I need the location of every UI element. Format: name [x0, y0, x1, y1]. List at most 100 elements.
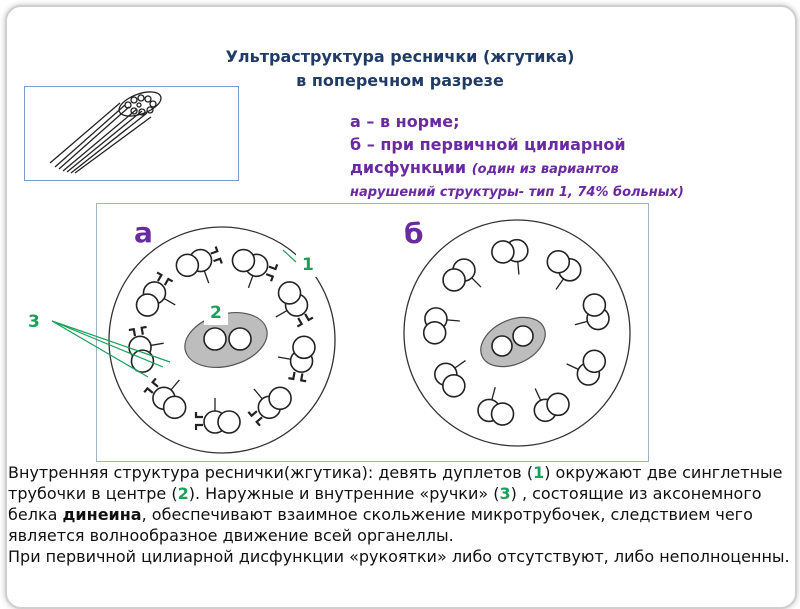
panel-b-label: б	[404, 217, 424, 250]
cilium-thumbnail	[24, 86, 239, 181]
panel-a: а	[108, 216, 336, 454]
doublet	[546, 250, 582, 290]
microtubule-b	[217, 410, 241, 434]
microtubule-b	[231, 248, 256, 273]
dynein-arm-inner	[194, 412, 203, 419]
description-text-span: ). Наружные и внутренние «ручки» (	[188, 484, 500, 503]
radial-spoke	[170, 379, 180, 391]
doublet	[275, 281, 314, 328]
description-text-span: ) , состоящие из аксонемного белка	[8, 484, 762, 524]
radial-spoke	[446, 319, 460, 322]
dynein-arm-inner	[288, 371, 296, 381]
radial-spoke	[491, 387, 496, 400]
dynein-arm-outer	[210, 246, 219, 255]
radial-spoke	[517, 261, 520, 275]
microtubule-b	[582, 293, 607, 317]
legend-normal: а – в норме;	[350, 112, 460, 131]
label-3-pointer	[51, 320, 164, 368]
radial-spoke	[555, 278, 564, 290]
doublet	[477, 387, 515, 426]
legend-dysfunction: б – при первичной цилиарной	[350, 135, 626, 154]
panel-a-membrane	[108, 226, 336, 454]
ref-number-1: 1	[533, 463, 545, 482]
doublet	[442, 258, 482, 292]
description-text-span: Внутренняя структура реснички(жгутика): …	[8, 463, 534, 482]
dynein-arm-outer	[304, 313, 314, 322]
legend: а – в норме; б – при первичной цилиарной…	[350, 110, 770, 204]
title-line-2: в поперечном разрезе	[296, 71, 504, 90]
label-2-central: 2	[210, 303, 222, 323]
dynein-arm-inner	[247, 410, 258, 418]
description-text-span: , обеспечивают взаимное скольжение микро…	[8, 505, 753, 545]
label-1-doublets: 1	[302, 255, 314, 275]
radial-spoke	[566, 363, 579, 370]
dynein-arm-inner	[151, 377, 159, 388]
doublet	[566, 349, 607, 386]
dynein-arm-outer	[143, 386, 154, 394]
doublet	[422, 307, 460, 345]
dynein-term: динеина	[62, 505, 142, 524]
doublet	[175, 246, 223, 284]
panel-a-central-singlet	[228, 327, 252, 351]
label-1-box	[296, 251, 320, 277]
dynein-arm-outer	[194, 423, 203, 430]
microtubule-b	[268, 386, 292, 411]
legend-dysfunction-word: дисфункции	[350, 158, 467, 177]
legend-dysfunction-cont: дисфункции (один из вариантов	[350, 156, 770, 181]
legend-note-1: (один из вариантов	[471, 162, 619, 177]
description-paragraph-1: Внутренняя структура реснички(жгутика): …	[8, 462, 792, 546]
radial-spoke	[454, 360, 466, 369]
description-paragraph-2: При первичной цилиарной дисфункции «руко…	[8, 547, 790, 566]
label-3-pointer	[51, 320, 149, 378]
title-line-1: Ультраструктура реснички (жгутика)	[225, 47, 575, 66]
ref-number-2: 2	[177, 484, 189, 503]
microtubule-b	[491, 240, 515, 264]
radial-spoke	[253, 388, 263, 400]
panel-b: б	[403, 217, 631, 447]
microtubule-b	[546, 250, 571, 274]
ref-number-3: 3	[499, 484, 511, 503]
radial-spoke	[275, 309, 288, 318]
radial-spoke	[471, 277, 482, 288]
microtubule-b	[442, 268, 466, 292]
panel-a-label: а	[134, 216, 153, 249]
microtubule-b	[135, 293, 160, 317]
doublet	[194, 398, 241, 434]
microtubule-b	[162, 395, 187, 420]
doublet	[574, 293, 610, 331]
cross-section-diagram	[96, 203, 649, 462]
panel-b-central-singlet	[491, 335, 513, 357]
radial-spoke	[534, 388, 542, 401]
dynein-arm-inner	[296, 317, 304, 328]
microtubule-b	[422, 321, 447, 345]
doublet	[135, 271, 176, 317]
microtubule-b	[175, 253, 200, 278]
doublet	[491, 238, 529, 275]
dynein-arm-inner	[265, 273, 275, 282]
microtubule-b	[582, 349, 607, 374]
dynein-arm-inner	[213, 257, 223, 264]
doublet	[277, 335, 316, 383]
radial-spoke	[150, 342, 164, 347]
dynein-arm-outer	[268, 263, 279, 271]
radial-spoke	[163, 297, 176, 306]
microtubule-b	[490, 402, 515, 426]
label-3-dynein: 3	[28, 312, 40, 332]
label-1-pointer	[282, 249, 297, 263]
radial-spoke	[277, 356, 291, 360]
label-2-box	[204, 299, 228, 325]
slide-title: Ультраструктура реснички (жгутика) в поп…	[150, 45, 650, 93]
doublet	[231, 248, 279, 289]
microtubule-b	[292, 335, 316, 360]
radial-spoke	[574, 320, 588, 326]
microtubule-b	[277, 281, 302, 305]
label-3-pointer	[51, 320, 171, 363]
microtubule-b	[442, 373, 466, 398]
dynein-arm-outer	[299, 373, 307, 383]
dynein-arm-outer	[128, 327, 137, 337]
radial-spoke	[203, 270, 210, 284]
dynein-arm-inner	[140, 325, 147, 335]
panel-a-central-singlet	[203, 327, 227, 351]
doublet	[143, 377, 187, 420]
